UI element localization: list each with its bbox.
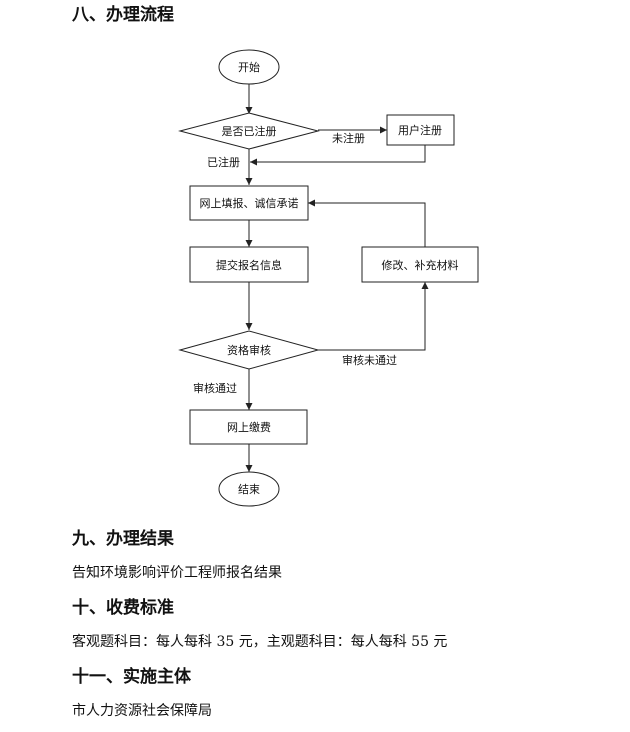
connector-register-return bbox=[250, 145, 426, 166]
not-registered-label: 未注册 bbox=[332, 131, 365, 145]
revise-materials-label: 修改、补充材料 bbox=[382, 258, 459, 272]
section-title-process: 八、办理流程 bbox=[72, 5, 174, 25]
connector-revise-to-fill bbox=[308, 199, 426, 247]
submit-info-box bbox=[189, 246, 309, 283]
end-label: 结束 bbox=[238, 483, 260, 496]
qualification-review-decision bbox=[178, 330, 320, 370]
registered-decision-label: 是否已注册 bbox=[222, 124, 277, 138]
revise-materials-box bbox=[361, 246, 479, 283]
user-register-label: 用户注册 bbox=[398, 123, 442, 137]
review-passed-label: 审核通过 bbox=[193, 381, 237, 395]
result-text: 告知环境影响评价工程师报名结果 bbox=[72, 565, 282, 581]
connector-review-to-revise bbox=[318, 282, 429, 351]
start-label: 开始 bbox=[238, 60, 260, 74]
qualification-review-label: 资格审核 bbox=[227, 343, 271, 357]
online-fill-label: 网上填报、诚信承诺 bbox=[200, 196, 299, 210]
end-node bbox=[218, 471, 280, 507]
registered-decision bbox=[178, 112, 320, 150]
fee-text: 客观题科目：每人每科 35 元，主观题科目：每人每科 55 元 bbox=[72, 634, 448, 650]
registered-label: 已注册 bbox=[207, 155, 240, 169]
online-payment-box bbox=[189, 409, 308, 445]
review-failed-label: 审核未通过 bbox=[342, 353, 397, 367]
section-title-result: 九、办理结果 bbox=[72, 529, 174, 549]
online-fill-box bbox=[189, 185, 309, 221]
section-title-authority: 十一、实施主体 bbox=[72, 667, 191, 687]
user-register-box bbox=[386, 114, 455, 146]
submit-info-label: 提交报名信息 bbox=[216, 258, 282, 272]
online-payment-label: 网上缴费 bbox=[227, 420, 271, 434]
start-node bbox=[218, 49, 280, 85]
authority-text: 市人力资源社会保障局 bbox=[72, 703, 212, 719]
section-title-fee: 十、收费标准 bbox=[72, 598, 174, 618]
process-flowchart: 开始 是否已注册 用户注册 未注册 已注册 网上填报、诚信承诺 提交报名信息 修… bbox=[178, 49, 479, 507]
